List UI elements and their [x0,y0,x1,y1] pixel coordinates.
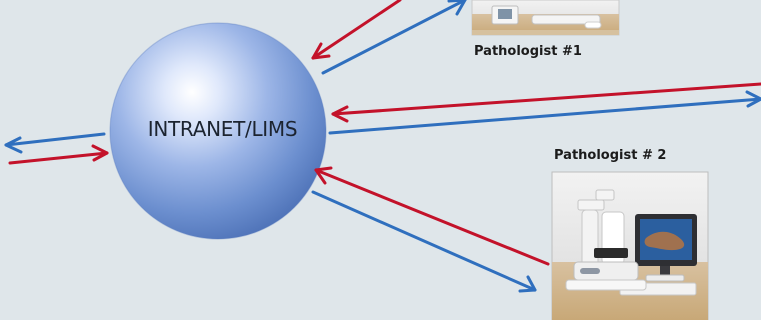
arrow-left-red [8,151,109,165]
arrow-p1-to-hub [311,0,402,60]
arrow-hub-to-right [328,97,761,135]
arrow-p2-to-hub [314,168,550,266]
intranet-lims-sphere [109,22,327,240]
arrow-left-blue [4,132,106,147]
pathologist-2-label: Pathologist # 2 [554,148,667,163]
arrow-hub-to-p2 [311,190,537,292]
hub-label: INTRANET/LIMS [147,117,298,141]
pathologist-2-photo [551,171,709,320]
arrow-group [4,0,761,293]
arrow-right-to-hub [331,82,761,116]
arrow-hub-to-p1 [321,0,467,75]
pathologist-1-photo [471,0,620,36]
pathologist-1-label: Pathologist #1 [474,44,582,59]
